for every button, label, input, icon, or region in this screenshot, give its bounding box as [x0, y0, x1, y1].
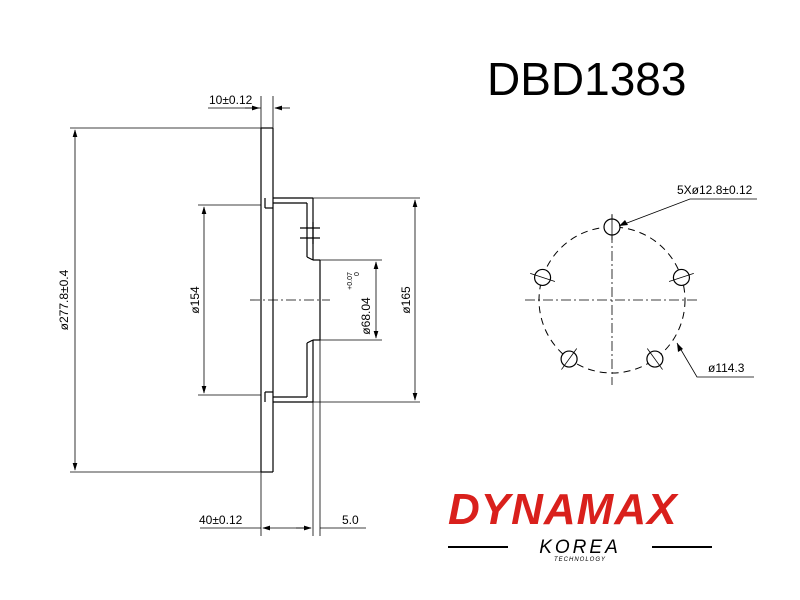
dim-bore-tol-lower: 0: [354, 272, 361, 276]
dim-thickness: 10±0.12: [209, 93, 253, 107]
dim-bore-tol-upper: +0.07: [347, 272, 354, 290]
dim-hub-diameter: ø165: [399, 286, 413, 314]
bolt-pattern-view: [525, 198, 757, 385]
dim-outer-diameter: ø277.8±0.4: [57, 269, 71, 330]
bolt-hole-axis: [561, 348, 578, 370]
dim-total-height: 40±0.12: [199, 513, 243, 527]
logo-tagline: TECHNOLOGY: [554, 557, 606, 563]
logo-brand: DYNAMAX: [448, 485, 679, 534]
dynamax-logo: DYNAMAX KOREA TECHNOLOGY: [448, 485, 712, 563]
part-number: DBD1383: [487, 53, 687, 105]
dim-hat-step: 5.0: [342, 513, 359, 527]
dim-hat-diameter: ø154: [188, 286, 202, 314]
dimension-lines: [70, 96, 420, 536]
bolt-hole-axis: [668, 273, 694, 282]
logo-sub: KOREA: [539, 537, 621, 558]
bolt-hole-axis: [530, 273, 556, 282]
dim-pcd: ø114.3: [708, 361, 745, 375]
dim-bolt-holes: 5Xø12.8±0.12: [677, 183, 753, 197]
dim-center-bore: ø68.04: [359, 297, 373, 335]
bolt-hole-axis: [646, 348, 663, 370]
